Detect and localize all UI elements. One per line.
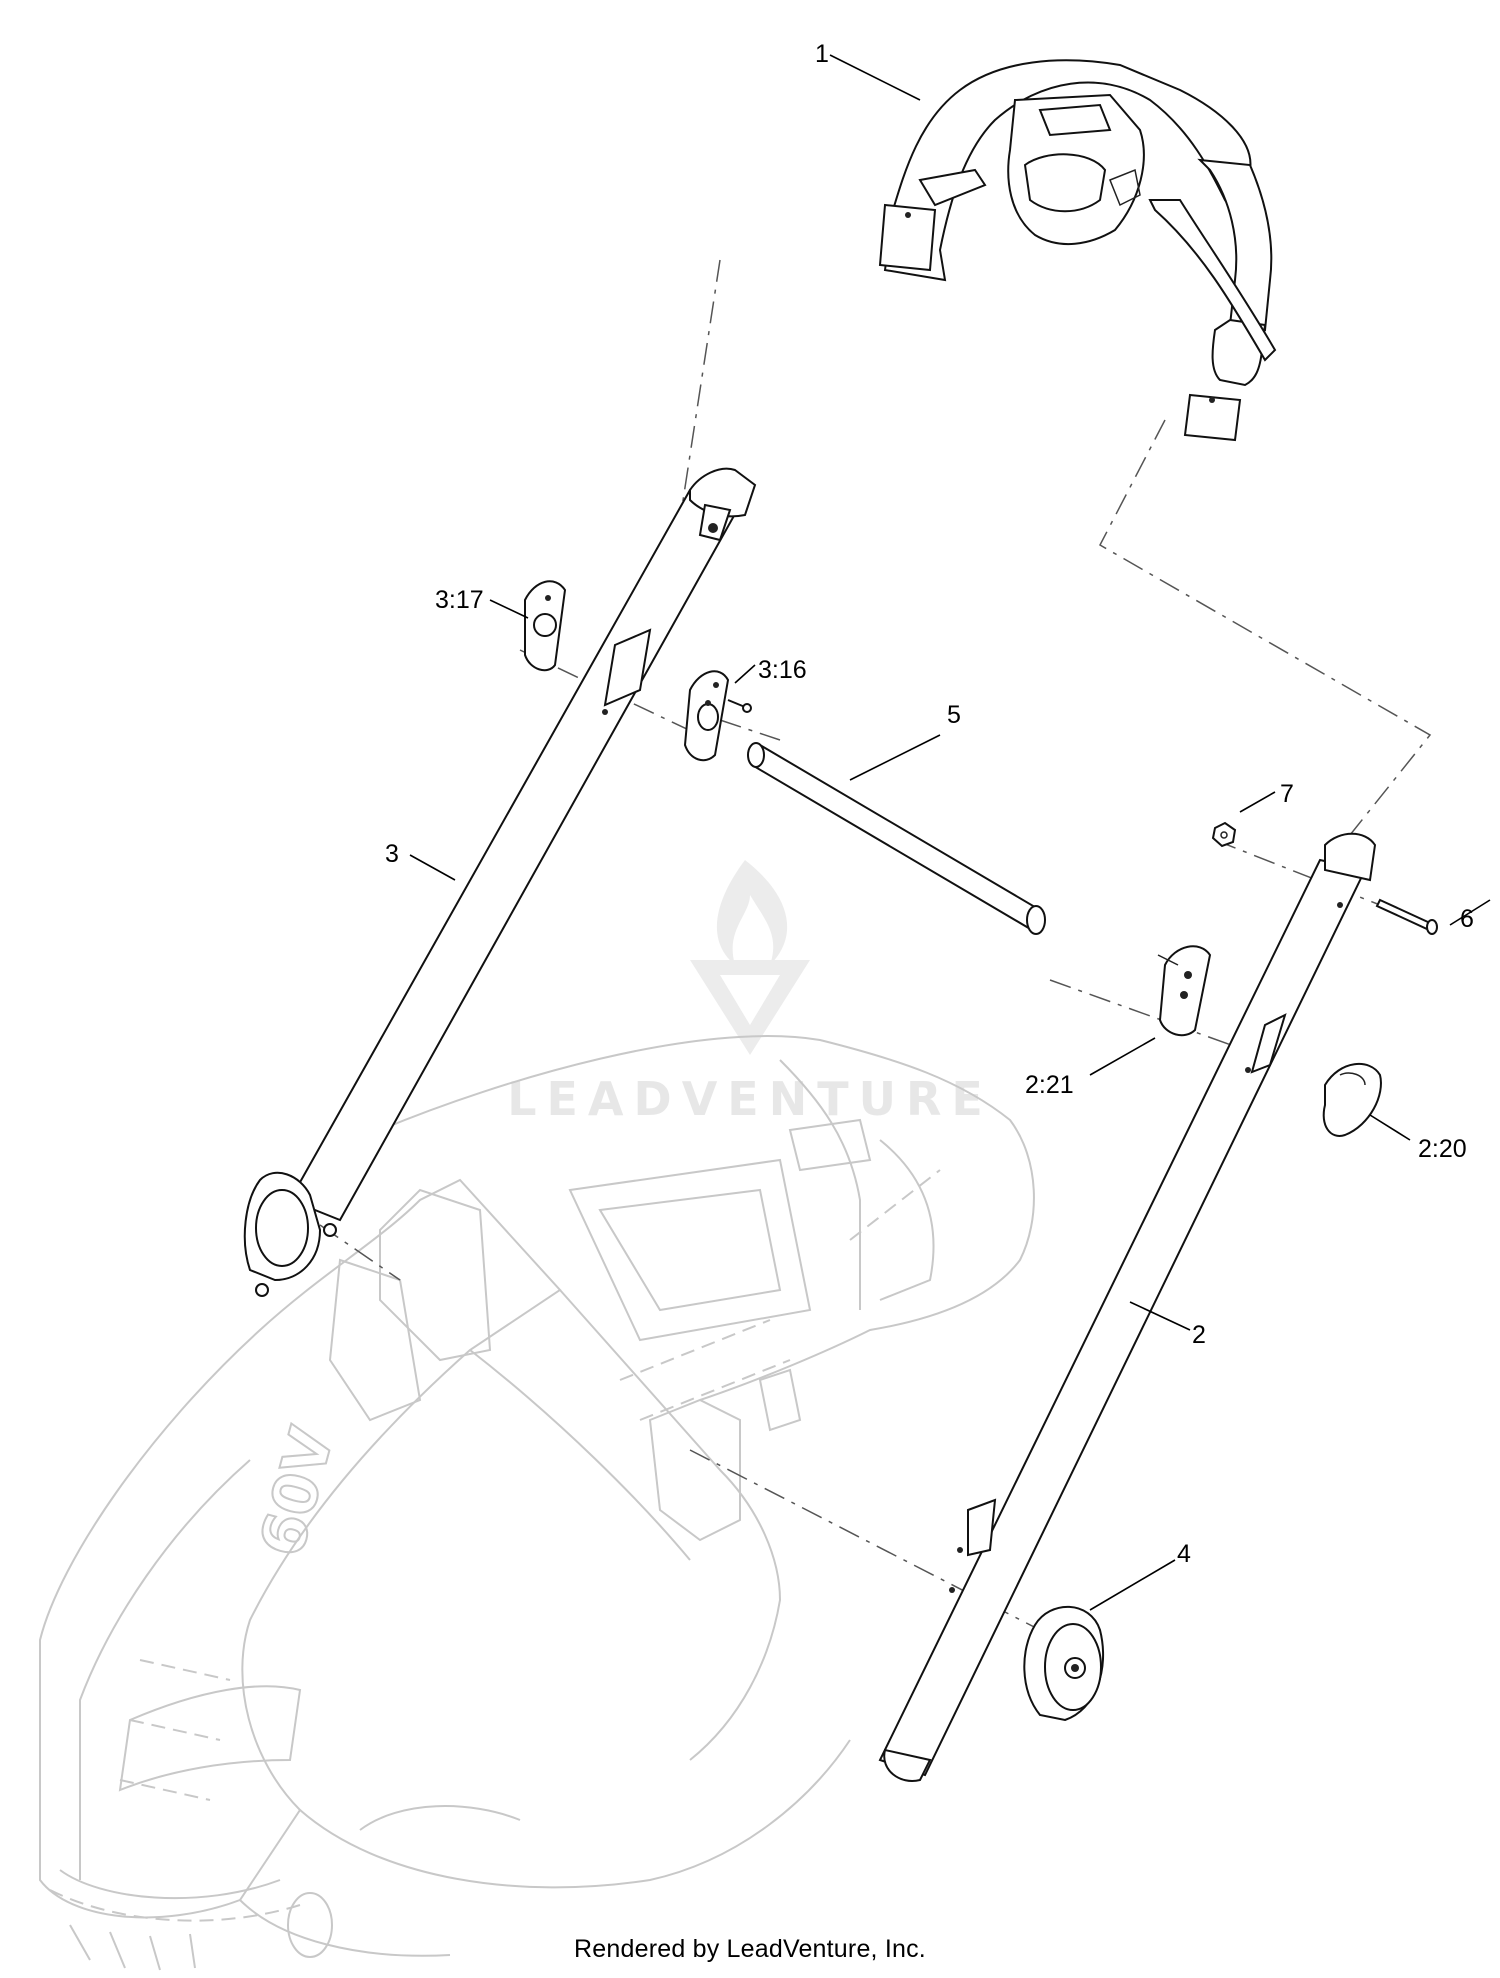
left-handle-tube-part[interactable] (243, 467, 757, 1297)
callout-5: 5 (947, 701, 961, 729)
handle-plate-3-17-part[interactable] (524, 580, 567, 672)
callout-2-21: 2:21 (1025, 1071, 1074, 1099)
leader-lines (409, 54, 1491, 1611)
callout-labels: 1 2 3 4 5 6 7 3:17 3:16 2:21 2:20 (385, 40, 1474, 1568)
right-handle-tube-part[interactable] (878, 832, 1377, 1782)
nut-part[interactable] (1211, 821, 1237, 848)
handle-plate-2-21-part[interactable] (1157, 945, 1212, 1037)
watermark-logo: LEADVENTURE (507, 860, 993, 1126)
callout-1: 1 (815, 40, 829, 68)
watermark-text: LEADVENTURE (507, 1072, 993, 1126)
callout-6: 6 (1460, 905, 1474, 933)
handle-plate-3-16-part[interactable] (683, 670, 752, 762)
callout-2: 2 (1192, 1321, 1206, 1349)
callout-4: 4 (1177, 1540, 1191, 1568)
upper-handle-part[interactable] (878, 59, 1277, 442)
callout-3-16: 3:16 (758, 656, 807, 684)
callout-2-20: 2:20 (1418, 1135, 1467, 1163)
callout-3: 3 (385, 840, 399, 868)
callout-7: 7 (1280, 780, 1294, 808)
handle-knob-2-20-part[interactable] (1322, 1062, 1382, 1137)
callout-3-17: 3:17 (435, 586, 484, 614)
bolt-part[interactable] (1375, 898, 1438, 935)
mower-deck-ghost: 60V (39, 1035, 1035, 1971)
wheel-knob-part[interactable] (1023, 1605, 1105, 1722)
cross-tube-part[interactable] (747, 742, 1046, 935)
deck-decal: 60V (247, 1420, 348, 1564)
footer-credit: Rendered by LeadVenture, Inc. (574, 1935, 926, 1963)
